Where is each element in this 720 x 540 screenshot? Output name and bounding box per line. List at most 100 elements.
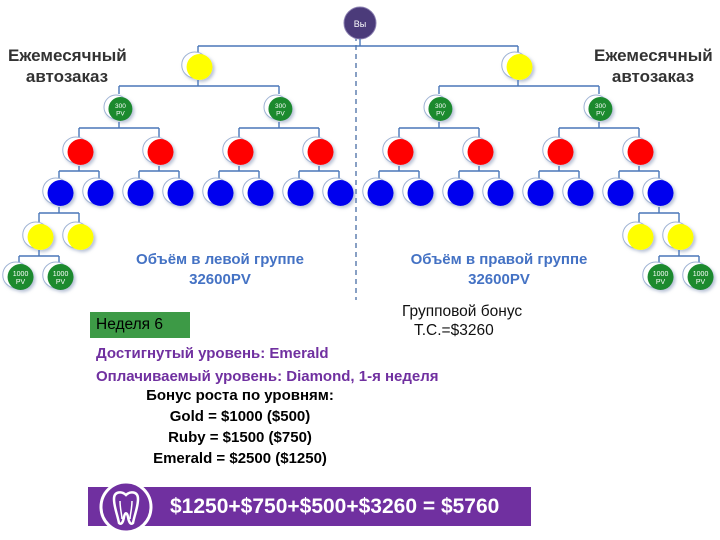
node-label: 300: [275, 103, 286, 110]
binary-tree-diagram: Вы300PV300PV300PV300PV1000PV1000PV1000PV…: [2, 6, 714, 300]
node-circle: [647, 264, 674, 291]
node-circle: [647, 180, 674, 207]
group-bonus: Групповой бонус Т.С.=$3260: [402, 302, 522, 340]
node-circle: [428, 96, 453, 121]
total-formula-bar: $1250+$750+$500+$3260 = $5760: [88, 480, 531, 534]
node-circle: [47, 180, 74, 207]
node-circle: [247, 180, 274, 207]
node-label: PV: [56, 279, 66, 286]
blue-node: [362, 177, 394, 207]
node-circle: [407, 180, 434, 207]
group-bonus-title: Групповой бонус: [402, 303, 523, 320]
red-node: [142, 136, 174, 166]
blue-node: [282, 177, 314, 207]
node-label: PV: [656, 279, 666, 286]
blue-node: [42, 177, 74, 207]
autoship-node: [622, 221, 654, 251]
autoship-node: [62, 221, 94, 251]
red-node: [382, 136, 414, 166]
node-circle: [327, 180, 354, 207]
node-circle: [506, 54, 533, 81]
node-circle: [307, 139, 334, 166]
node-circle: [67, 224, 94, 251]
blue-node: [242, 177, 274, 207]
red-node: [542, 136, 574, 166]
right-group-volume: Объём в правой группе 32600PV: [396, 250, 602, 290]
left-monthly-autoship-caption: Ежемесячный автозаказ: [8, 45, 127, 87]
caption-line: автозаказ: [25, 67, 109, 86]
node-circle: [567, 180, 594, 207]
node-label: 300: [435, 103, 446, 110]
node-label: 300: [595, 103, 606, 110]
rank-growth-bonus: Бонус роста по уровням: Gold = $1000 ($5…: [90, 385, 390, 469]
red-node: [622, 136, 654, 166]
rank-bonus-item: Gold = $1000 ($500): [169, 408, 311, 425]
red-node: [462, 136, 494, 166]
root-label: Вы: [354, 19, 366, 29]
node-circle: [607, 180, 634, 207]
node-circle: [67, 139, 94, 166]
blue-node: [202, 177, 234, 207]
node-circle: [527, 180, 554, 207]
rank-bonus-item: Emerald = $2500 ($1250): [153, 450, 327, 467]
volume-label: Объём в левой группе: [136, 251, 304, 268]
blue-node: [122, 177, 154, 207]
node-label: PV: [276, 110, 285, 117]
node-circle: [387, 139, 414, 166]
node-label: 1000: [13, 271, 29, 278]
autoship-node: [22, 221, 54, 251]
caption-line: Ежемесячный: [8, 46, 127, 65]
week-badge: Неделя 6: [90, 312, 190, 338]
blue-node: [402, 177, 434, 207]
blue-node: [322, 177, 354, 207]
node-label: PV: [116, 110, 125, 117]
node-circle: [367, 180, 394, 207]
node-circle: [627, 224, 654, 251]
autoship-node: [501, 51, 533, 81]
node-circle: [487, 180, 514, 207]
blue-node: [442, 177, 474, 207]
node-circle: [547, 139, 574, 166]
node-label: PV: [596, 110, 605, 117]
achieved-level: Достигнутый уровень: Emerald: [96, 345, 329, 362]
node-circle: [268, 96, 293, 121]
node-circle: [7, 264, 34, 291]
blue-node: [602, 177, 634, 207]
node-label: PV: [436, 110, 445, 117]
node-circle: [147, 139, 174, 166]
node-label: 1000: [693, 271, 709, 278]
red-node: [62, 136, 94, 166]
node-circle: [227, 139, 254, 166]
node-label: 300: [115, 103, 126, 110]
node-label: PV: [16, 279, 26, 286]
node-circle: [108, 96, 133, 121]
blue-node: [482, 177, 514, 207]
node-circle: [687, 264, 714, 291]
node-label: PV: [696, 279, 706, 286]
rank-bonus-item: Ruby = $1500 ($750): [168, 429, 312, 446]
node-circle: [207, 180, 234, 207]
blue-node: [82, 177, 114, 207]
caption-line: Ежемесячный: [594, 46, 713, 65]
node-circle: [467, 139, 494, 166]
node-circle: [87, 180, 114, 207]
volume-value: 32600PV: [189, 271, 251, 288]
node-circle: [287, 180, 314, 207]
autoship-node: [662, 221, 694, 251]
node-label: 1000: [53, 271, 69, 278]
volume-value: 32600PV: [468, 271, 530, 288]
blue-node: [522, 177, 554, 207]
red-node: [302, 136, 334, 166]
tooth-logo-icon: [99, 480, 153, 534]
left-group-volume: Объём в левой группе 32600PV: [120, 250, 320, 290]
node-circle: [627, 139, 654, 166]
blue-node: [642, 177, 674, 207]
